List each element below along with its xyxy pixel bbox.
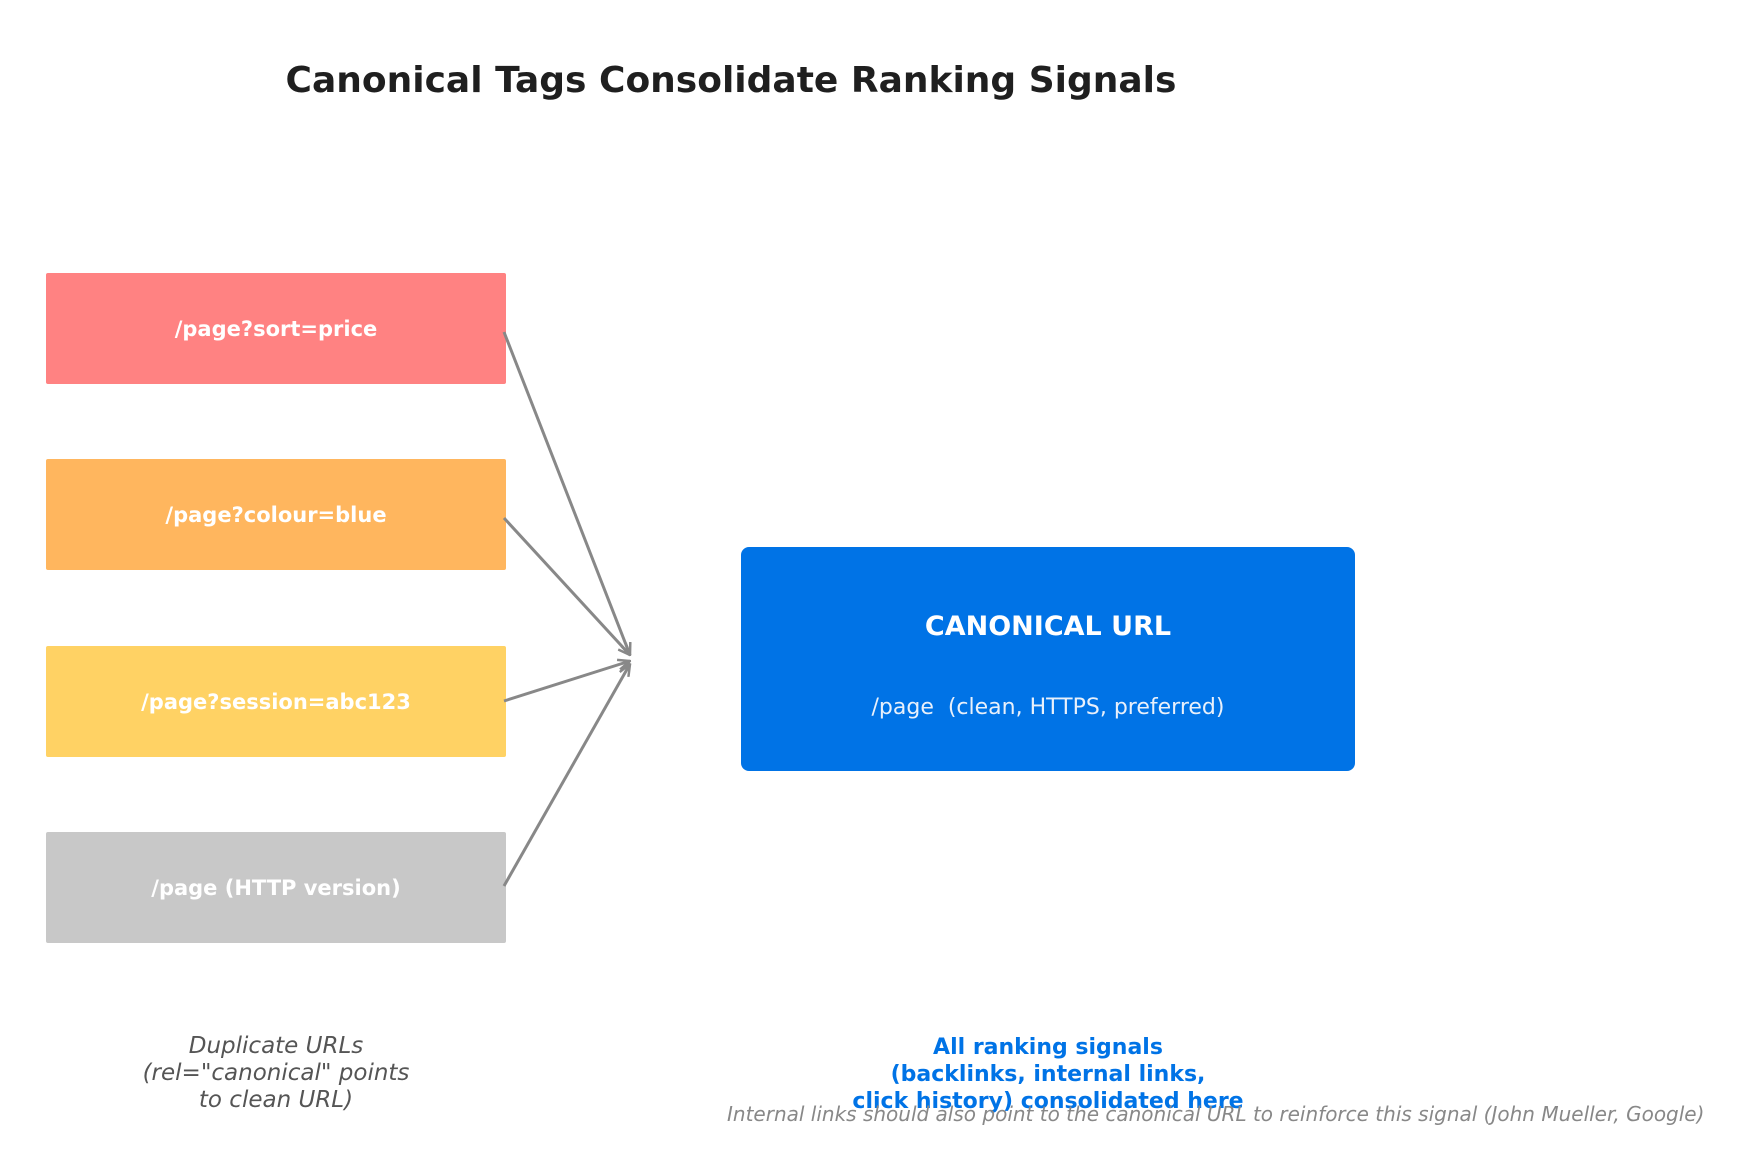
duplicate-url-label: /page?colour=blue <box>165 502 387 527</box>
arrow-http-to-canonical <box>502 664 630 887</box>
duplicate-url-box-http: /page (HTTP version) <box>46 832 506 943</box>
caption-line: Duplicate URLs <box>188 1033 364 1059</box>
duplicate-urls-caption: Duplicate URLs (rel="canonical" points t… <box>46 1033 506 1114</box>
arrow-colour-to-canonical <box>502 516 630 655</box>
caption-line: (rel="canonical" points <box>142 1060 410 1086</box>
duplicate-url-box-colour: /page?colour=blue <box>46 459 506 570</box>
caption-line: All ranking signals <box>933 1035 1163 1060</box>
caption-line: (backlinks, internal links, <box>890 1062 1206 1087</box>
duplicate-url-label: /page (HTTP version) <box>151 875 401 900</box>
duplicate-url-box-session: /page?session=abc123 <box>46 646 506 757</box>
canonical-url-subtitle: /page (clean, HTTPS, preferred) <box>871 695 1225 720</box>
arrow-sort-to-canonical <box>502 331 630 655</box>
canonical-signals-caption: All ranking signals (backlinks, internal… <box>741 1034 1355 1115</box>
duplicate-url-label: /page?session=abc123 <box>141 689 411 714</box>
arrow-session-to-canonical <box>503 661 630 703</box>
caption-line: to clean URL) <box>198 1087 354 1113</box>
duplicate-url-box-sort: /page?sort=price <box>46 273 506 384</box>
footnote: Internal links should also point to the … <box>727 1102 1705 1126</box>
canonical-url-title: CANONICAL URL <box>924 611 1172 642</box>
caption-line: click history) consolidated here <box>852 1089 1244 1114</box>
diagram-title: Canonical Tags Consolidate Ranking Signa… <box>285 60 1177 101</box>
canonical-url-box: CANONICAL URL /page (clean, HTTPS, prefe… <box>741 547 1355 771</box>
duplicate-url-label: /page?sort=price <box>174 316 378 341</box>
